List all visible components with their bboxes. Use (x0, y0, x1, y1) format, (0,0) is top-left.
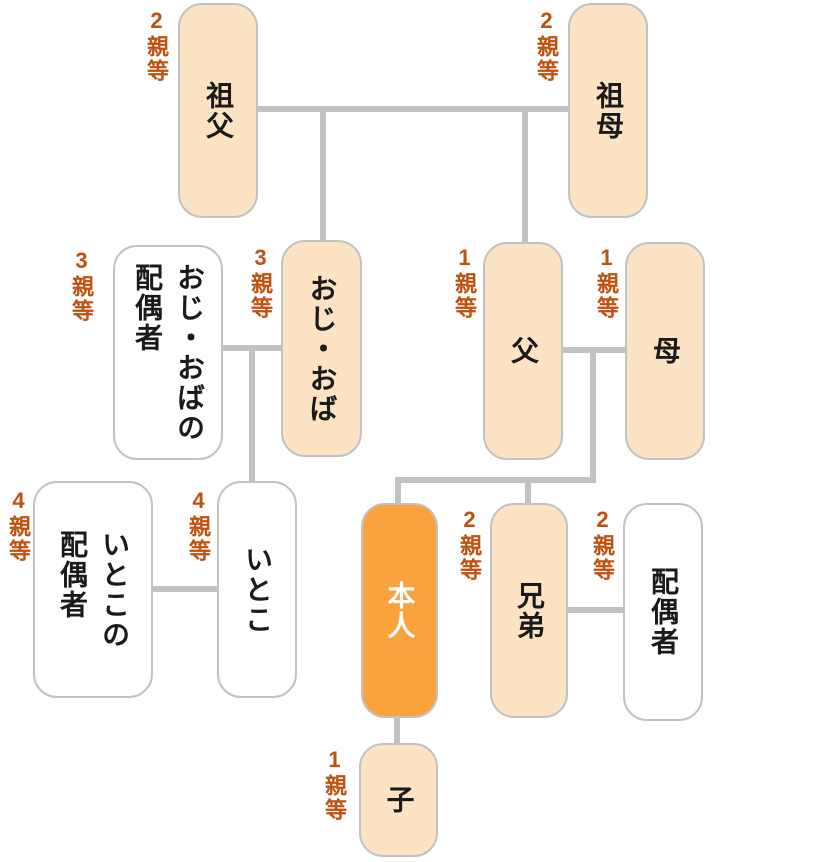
connector-cousin-marriage (153, 586, 217, 592)
node-label-grandfather: 祖父 (203, 80, 234, 141)
connector-grandparents-to-father (522, 106, 528, 244)
degree-label-grandmother: 2親等 (534, 8, 559, 83)
node-cousin: いとこ (217, 481, 297, 698)
node-label-sibling-spouse: 配偶者 (648, 567, 679, 657)
node-mother: 母 (625, 242, 705, 460)
connector-children-rail (395, 477, 596, 483)
connector-grandparents-to-uncle-aunt (320, 106, 326, 242)
degree-label-mother: 1親等 (594, 245, 619, 320)
degree-label-cousin-spouse: 4親等 (6, 488, 31, 563)
degree-label-cousin: 4親等 (186, 488, 211, 563)
degree-label-child: 1親等 (322, 747, 347, 822)
node-label-self: 本人 (384, 580, 416, 641)
node-label-child: 子 (383, 785, 415, 815)
node-grandmother: 祖母 (568, 3, 648, 218)
connector-parents-drop (590, 350, 596, 483)
degree-label-sibling-spouse: 2親等 (590, 507, 615, 582)
node-label-mother: 母 (650, 336, 681, 366)
node-label-cousin-spouse: いとこの 配偶者 (57, 529, 130, 650)
node-label-uncle-aunt-spouse: おじ・おばの 配偶者 (132, 262, 205, 443)
degree-label-sibling: 2親等 (457, 507, 482, 582)
node-uncle-aunt: おじ・おば (281, 240, 362, 457)
degree-label-uncle-aunt-spouse: 3親等 (69, 248, 94, 323)
node-sibling: 兄弟 (490, 503, 568, 718)
node-sibling-spouse: 配偶者 (623, 503, 703, 721)
degree-label-father: 1親等 (452, 245, 477, 320)
node-label-grandmother: 祖母 (593, 80, 624, 141)
node-grandfather: 祖父 (178, 3, 258, 218)
connector-rail-to-sibling (525, 480, 531, 505)
degree-label-uncle-aunt: 3親等 (248, 245, 273, 320)
connector-uncle-aunt-to-cousin (249, 348, 255, 483)
connector-sibling-marriage (568, 607, 623, 613)
node-label-uncle-aunt: おじ・おば (306, 273, 338, 424)
node-label-father: 父 (508, 336, 539, 366)
connector-grandparents-marriage (258, 106, 568, 112)
node-child: 子 (359, 743, 438, 857)
connector-rail-to-self (395, 480, 401, 505)
degree-label-grandfather: 2親等 (144, 8, 169, 83)
node-cousin-spouse: いとこの 配偶者 (33, 481, 153, 698)
node-label-sibling: 兄弟 (514, 580, 545, 641)
node-self: 本人 (361, 503, 438, 718)
node-label-cousin: いとこ (242, 544, 273, 635)
connector-self-to-child (394, 718, 400, 745)
node-uncle-aunt-spouse: おじ・おばの 配偶者 (113, 245, 223, 460)
node-father: 父 (483, 242, 563, 460)
